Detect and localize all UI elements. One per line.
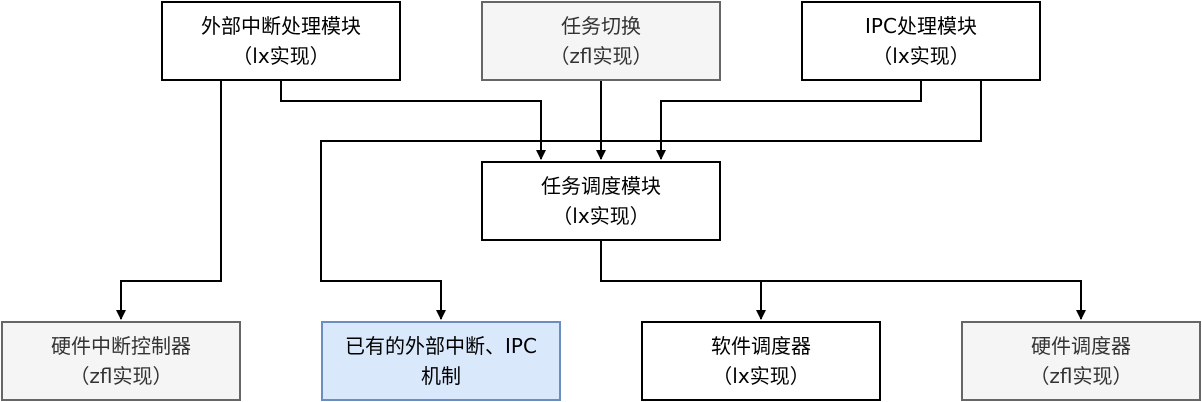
node-owner: （zfl实现） (1029, 364, 1133, 388)
node-owner: （lx实现） (872, 44, 970, 68)
node-label: IPC处理模块 (865, 14, 977, 38)
node-label: 硬件调度器 (1031, 334, 1131, 358)
edge-ipc-to-sched (656, 81, 922, 160)
node-owner: （lx实现） (232, 44, 330, 68)
node-label: 软件调度器 (711, 334, 811, 358)
node-task-scheduling-module: 任务调度模块 （lx实现） (481, 161, 721, 241)
node-owner: （lx实现） (552, 204, 650, 228)
node-owner: （lx实现） (712, 364, 810, 388)
node-label: 任务调度模块 (541, 174, 661, 198)
node-owner: （zfl实现） (549, 44, 653, 68)
edge-ipc-to-existing (320, 81, 982, 320)
node-label-cont: 机制 (421, 364, 461, 388)
node-label: 硬件中断控制器 (51, 334, 191, 358)
node-external-interrupt-module: 外部中断处理模块 （lx实现） (161, 1, 401, 81)
node-task-switch: 任务切换 （zfl实现） (481, 1, 721, 81)
node-hardware-interrupt-controller: 硬件中断控制器 （zfl实现） (1, 321, 241, 401)
edge-ext-int-to-sched (280, 81, 546, 160)
node-software-scheduler: 软件调度器 （lx实现） (641, 321, 881, 401)
node-hardware-scheduler: 硬件调度器 （zfl实现） (961, 321, 1201, 401)
node-existing-mechanism: 已有的外部中断、IPC 机制 (321, 321, 561, 401)
node-label: 外部中断处理模块 (201, 14, 361, 38)
node-label: 已有的外部中断、IPC (345, 334, 537, 358)
node-owner: （zfl实现） (69, 364, 173, 388)
edge-ext-int-to-hw-int (116, 81, 222, 320)
node-label: 任务切换 (561, 14, 641, 38)
node-ipc-module: IPC处理模块 （lx实现） (801, 1, 1041, 81)
edge-sched-to-hw-sched (600, 241, 1086, 320)
